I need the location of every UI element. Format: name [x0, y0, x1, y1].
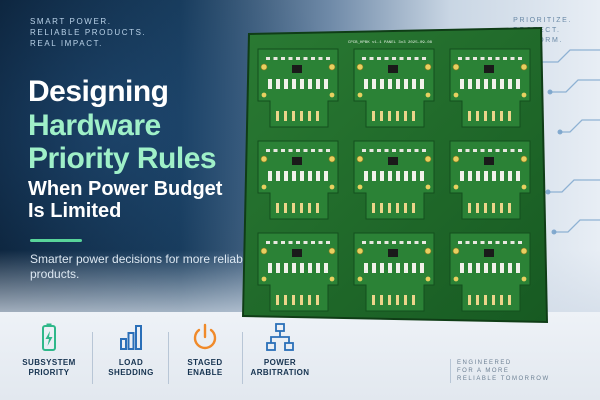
headline-line-4: When Power Budget — [28, 177, 223, 200]
pcb-module — [353, 232, 435, 312]
tagline-line: RELIABLE TOMORROW — [457, 376, 550, 382]
feature-staged-enable: STAGED ENABLE — [166, 318, 244, 400]
top-left-tagline: SMART POWER. RELIABLE PRODUCTS. REAL IMP… — [30, 16, 146, 49]
network-icon — [266, 323, 294, 351]
pcb-module — [449, 48, 531, 128]
battery-icon — [42, 323, 56, 351]
headline-divider — [30, 239, 82, 242]
feature-load-shedding: LOAD SHEDDING — [92, 318, 170, 400]
tagline-line: FOR A MORE — [457, 368, 510, 374]
bottom-feature-band — [0, 312, 600, 400]
power-icon — [193, 323, 217, 350]
headline-line-5: Is Limited — [28, 200, 122, 223]
pcb-panel-illustration: CPCB_HPBK v1.1 PANEL 3x3 2025-09-08 — [242, 27, 548, 323]
feature-row: SUBSYSTEM PRIORITY LOAD SHEDDING STAGED … — [0, 318, 330, 400]
feature-subsystem-priority: SUBSYSTEM PRIORITY — [10, 318, 88, 400]
pcb-panel-image: CPCB_HPBK v1.1 PANEL 3x3 2025-09-08 — [240, 25, 550, 325]
subtitle: Smarter power decisions for more reliabl… — [30, 252, 253, 281]
circuit-traces-decoration — [537, 49, 600, 235]
tagline-line: REAL IMPACT. — [30, 39, 103, 48]
pcb-module — [257, 48, 339, 128]
headline-line-2: Hardware — [28, 108, 161, 142]
feature-label: POWER ARBITRATION — [250, 358, 310, 377]
feature-label: STAGED ENABLE — [187, 358, 223, 377]
pcb-silkscreen: CPCB_HPBK v1.1 PANEL 3x3 2025-09-08 — [348, 41, 433, 45]
tagline-line: RELIABLE PRODUCTS. — [30, 28, 147, 37]
bar-chart-icon — [120, 325, 142, 350]
bottom-right-tagline: ENGINEERED FOR A MORE RELIABLE TOMORROW — [450, 359, 570, 383]
feature-label: SUBSYSTEM PRIORITY — [22, 358, 76, 377]
headline: Designing Hardware Priority Rules When P… — [28, 75, 278, 223]
feature-separator — [242, 332, 243, 384]
pcb-module — [257, 140, 339, 220]
tagline-line: SMART POWER. — [30, 17, 112, 26]
feature-separator — [92, 332, 93, 384]
feature-power-arbitration: POWER ARBITRATION — [241, 318, 319, 400]
pcb-module — [257, 232, 339, 312]
pcb-module — [449, 232, 531, 312]
pcb-module — [353, 48, 435, 128]
pcb-module — [353, 140, 435, 220]
tagline-line: ENGINEERED — [457, 360, 512, 366]
tagline-line: PRIORITIZE. — [513, 17, 572, 24]
feature-label: LOAD SHEDDING — [108, 358, 154, 377]
headline-line-3: Priority Rules — [28, 142, 217, 176]
feature-separator — [168, 332, 169, 384]
pcb-module — [449, 140, 531, 220]
headline-line-1: Designing — [28, 75, 169, 108]
